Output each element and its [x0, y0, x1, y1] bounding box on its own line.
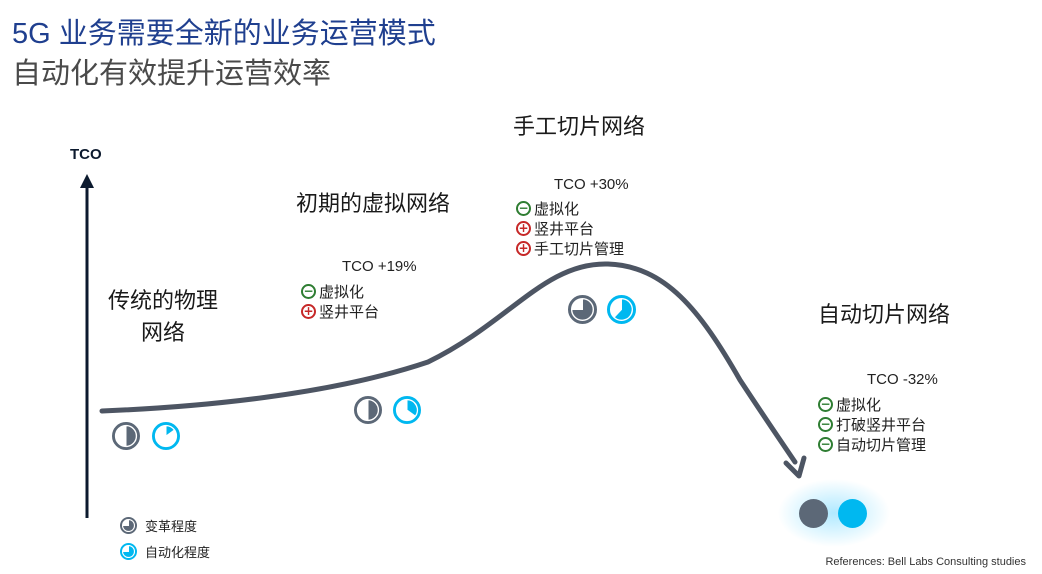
tco-curve: [99, 261, 798, 465]
references-note: References: Bell Labs Consulting studies: [825, 556, 1026, 568]
stage-automated-label: 自动切片网络: [818, 302, 951, 327]
tco-axis-label: TCO: [70, 146, 102, 163]
circle-minus-icon: −: [818, 396, 833, 412]
effect-item: − 自动切片管理: [818, 434, 926, 454]
circle-minus-icon: −: [516, 200, 531, 216]
gauge-slice: [165, 425, 175, 437]
gauge-slice: [125, 425, 137, 447]
effect-item: − 虚拟化: [301, 281, 379, 301]
stage-traditional-line-1: 传统的物理: [108, 288, 219, 313]
stage-traditional-transformation-gauge: [111, 421, 141, 451]
effect-item: + 手工切片管理: [516, 238, 624, 258]
gauge-slice: [122, 519, 135, 532]
tco-axis-arrow: [80, 174, 94, 188]
effect-item: − 打破竖井平台: [818, 414, 926, 434]
gauge-slice: [406, 399, 418, 417]
effect-text: 自动切片管理: [836, 436, 927, 454]
legend-item-automation: 自动化程度: [118, 541, 210, 562]
gauge-slice: [122, 545, 135, 558]
transformation-pie-icon: [120, 517, 137, 534]
legend: 变革程度 自动化程度: [118, 515, 210, 562]
stage-traditional-label: 传统的物理 网络: [108, 285, 218, 349]
stage-automated-automation-gauge: [838, 499, 867, 528]
circle-minus-icon: −: [818, 416, 833, 432]
gauge-fill: [799, 499, 828, 528]
effect-text: 竖井平台: [534, 220, 595, 238]
stage-manual-automation-gauge: [606, 294, 637, 325]
legend-item-transformation: 变革程度: [118, 515, 210, 536]
final-stage-glow: [778, 479, 890, 547]
effect-item: + 竖井平台: [301, 301, 379, 321]
stage-virtual-transformation-gauge: [353, 395, 383, 425]
circle-minus-icon: −: [301, 283, 316, 299]
effect-text: 竖井平台: [319, 303, 380, 321]
stage-automated-effects: − 虚拟化 − 打破竖井平台 − 自动切片管理: [818, 394, 926, 454]
stage-automated-tco: TCO -32%: [867, 371, 938, 388]
legend-label: 变革程度: [145, 519, 198, 534]
legend-label: 自动化程度: [145, 545, 211, 560]
stage-virtual-automation-gauge: [392, 395, 422, 425]
effect-text: 打破竖井平台: [836, 416, 927, 434]
effect-text: 手工切片管理: [534, 240, 625, 258]
gauge-slice: [367, 399, 379, 421]
page-subtitle: 自动化有效提升运营效率: [12, 58, 332, 90]
effect-item: + 竖井平台: [516, 218, 624, 238]
stage-manual-label: 手工切片网络: [513, 114, 646, 139]
gauge-slice: [613, 298, 633, 321]
stage-virtual-label: 初期的虚拟网络: [296, 191, 451, 216]
stage-traditional-automation-gauge: [151, 421, 181, 451]
stage-traditional-line-2: 网络: [141, 320, 186, 345]
effect-text: 虚拟化: [319, 283, 365, 301]
stage-manual-effects: − 虚拟化 + 竖井平台 + 手工切片管理: [516, 198, 624, 258]
circle-plus-icon: +: [301, 303, 316, 319]
effect-item: − 虚拟化: [516, 198, 624, 218]
tco-curve-arrowhead: [783, 455, 807, 479]
stage-manual-tco: TCO +30%: [554, 176, 629, 193]
stage-virtual-effects: − 虚拟化 + 竖井平台: [301, 281, 379, 321]
automation-pie-icon: [120, 543, 137, 560]
stage-automated-transformation-gauge: [799, 499, 828, 528]
page-title: 5G 业务需要全新的业务运营模式: [12, 18, 436, 50]
circle-minus-icon: −: [818, 436, 833, 452]
gauge-slice: [571, 298, 594, 321]
stage-manual-transformation-gauge: [567, 294, 598, 325]
gauge-fill: [838, 499, 867, 528]
circle-plus-icon: +: [516, 240, 531, 256]
stage-virtual-tco: TCO +19%: [342, 258, 417, 275]
effect-item: − 虚拟化: [818, 394, 926, 414]
circle-plus-icon: +: [516, 220, 531, 236]
effect-text: 虚拟化: [534, 200, 580, 218]
effect-text: 虚拟化: [836, 396, 882, 414]
